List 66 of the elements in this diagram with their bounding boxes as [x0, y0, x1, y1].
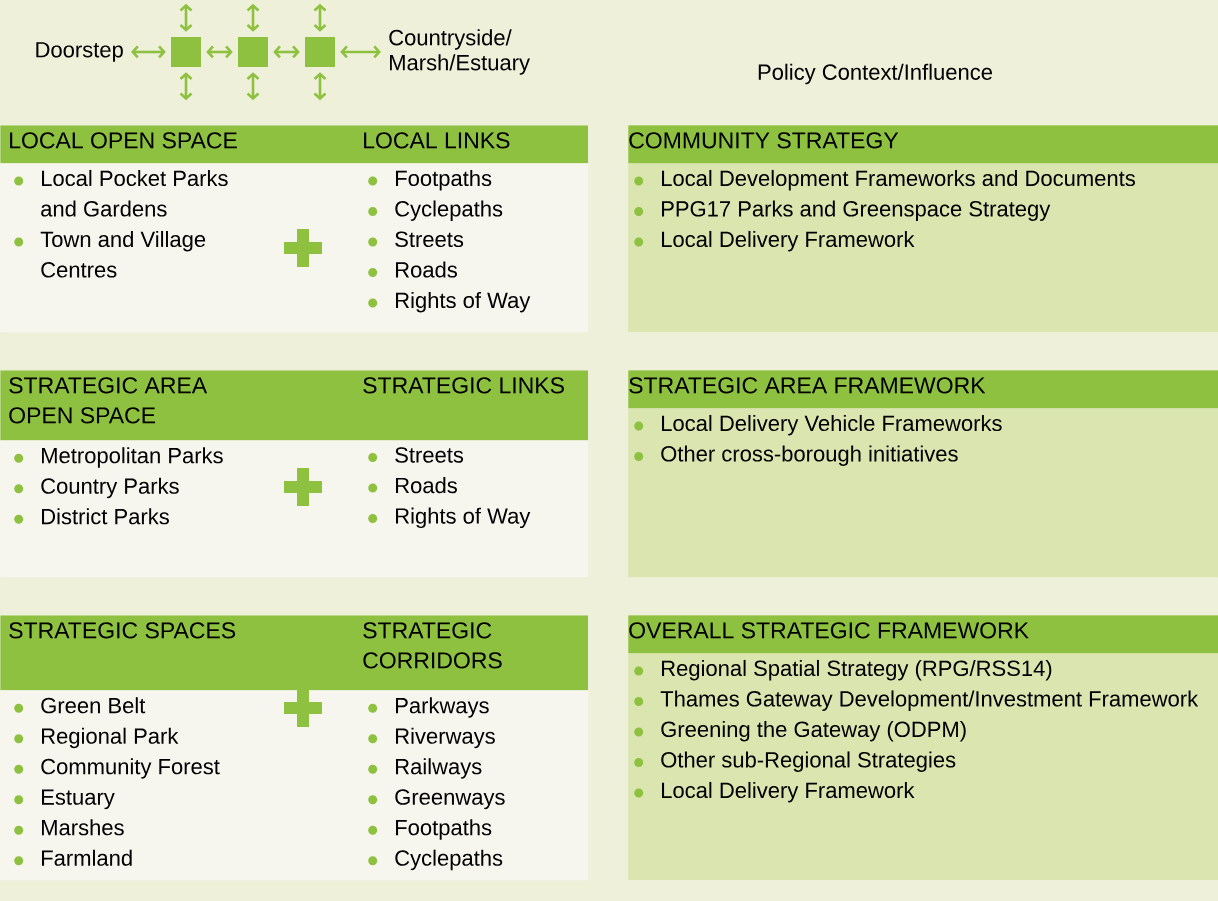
- bullet-item: Local Delivery Vehicle Frameworks: [662, 414, 1002, 436]
- panel-heading: STRATEGIC AREA OPEN SPACE: [9, 377, 208, 424]
- panel: [628, 615, 1218, 881]
- panel-heading: STRATEGIC CORRIDORS: [363, 622, 502, 669]
- bullet-item: PPG17 Parks and Greenspace Strategy: [662, 200, 1051, 221]
- bullet-item: Regional Spatial Strategy (RPG/RSS14): [662, 659, 1052, 681]
- bullet-item: Local Delivery Framework: [662, 781, 915, 803]
- bullet-item: Rights of Way: [396, 507, 531, 529]
- bullet-item: Other cross-borough initiatives: [661, 445, 958, 466]
- bullet-item: Roads: [396, 261, 457, 278]
- panel-heading: COMMUNITY STRATEGY: [629, 132, 899, 149]
- bullet-item: Marshes: [42, 819, 124, 836]
- arrow: [179, 3, 193, 32]
- bullet-item: Rights of Way: [396, 291, 531, 313]
- bullet-item: Footpaths: [396, 819, 492, 840]
- bullet-item: Local Development Frameworks and Documents: [662, 169, 1135, 191]
- bullet-item: Regional Park: [42, 727, 179, 749]
- bullet-item: Cyclepaths: [395, 849, 503, 871]
- bullet-item: Streets: [395, 231, 464, 248]
- arrow: [273, 45, 300, 59]
- bullet-item: Greenways: [395, 789, 505, 810]
- panel-heading: LOCAL LINKS: [364, 132, 510, 149]
- arrow: [313, 72, 327, 101]
- bullet-item: Town and Village Centres: [40, 230, 206, 278]
- bullet-item: Greening the Gateway (ODPM): [661, 720, 966, 742]
- square: [171, 37, 201, 67]
- bullet-item: Thames Gateway Development/Investment Framework: [660, 690, 1199, 711]
- bullet-item: Railways: [396, 758, 482, 779]
- bullet-item: Cyclepaths: [395, 200, 503, 221]
- panel: [0, 615, 589, 881]
- arrow: [246, 3, 260, 32]
- panel: [0, 125, 589, 333]
- square: [238, 37, 268, 67]
- panel: [0, 370, 589, 578]
- panel-heading: STRATEGIC LINKS: [363, 377, 564, 394]
- arrow: [206, 45, 233, 59]
- bullet-item: Riverways: [396, 727, 495, 749]
- panel: [628, 370, 1218, 578]
- bullet-item: Community Forest: [41, 758, 220, 779]
- arrow: [340, 45, 381, 59]
- column-heading: Policy Context/Influence: [758, 63, 992, 85]
- panel-heading: STRATEGIC SPACES: [9, 622, 236, 639]
- bullet-item: Local Delivery Framework: [662, 230, 915, 252]
- arrow: [313, 3, 327, 32]
- bullet-item: Footpaths: [396, 169, 492, 191]
- bullet-item: Local Pocket Parks and Gardens: [41, 169, 228, 217]
- bullet-item: Other sub-Regional Strategies: [661, 751, 956, 772]
- panel: [628, 125, 1218, 333]
- bullet-item: District Parks: [42, 508, 169, 525]
- panel-heading: LOCAL OPEN SPACE: [10, 132, 237, 149]
- arrow: [131, 45, 166, 59]
- bullet-item: Roads: [396, 477, 457, 494]
- arrow: [246, 72, 260, 101]
- bullet-item: Farmland: [42, 849, 132, 866]
- bullet-item: Streets: [395, 447, 464, 463]
- bullet-item: Parkways: [396, 697, 489, 718]
- bullet-item: Green Belt: [41, 697, 146, 714]
- end-label: Doorstep: [36, 42, 123, 62]
- arrow: [179, 72, 193, 101]
- bullet-item: Estuary: [42, 789, 115, 810]
- end-label: Countryside/ Marsh/Estuary: [389, 29, 530, 75]
- square: [305, 37, 335, 67]
- panel-heading: STRATEGIC AREA FRAMEWORK: [629, 377, 986, 394]
- bullet-item: Metropolitan Parks: [42, 447, 223, 468]
- panel-heading: OVERALL STRATEGIC FRAMEWORK: [629, 622, 1029, 639]
- bullet-item: Country Parks: [41, 477, 179, 499]
